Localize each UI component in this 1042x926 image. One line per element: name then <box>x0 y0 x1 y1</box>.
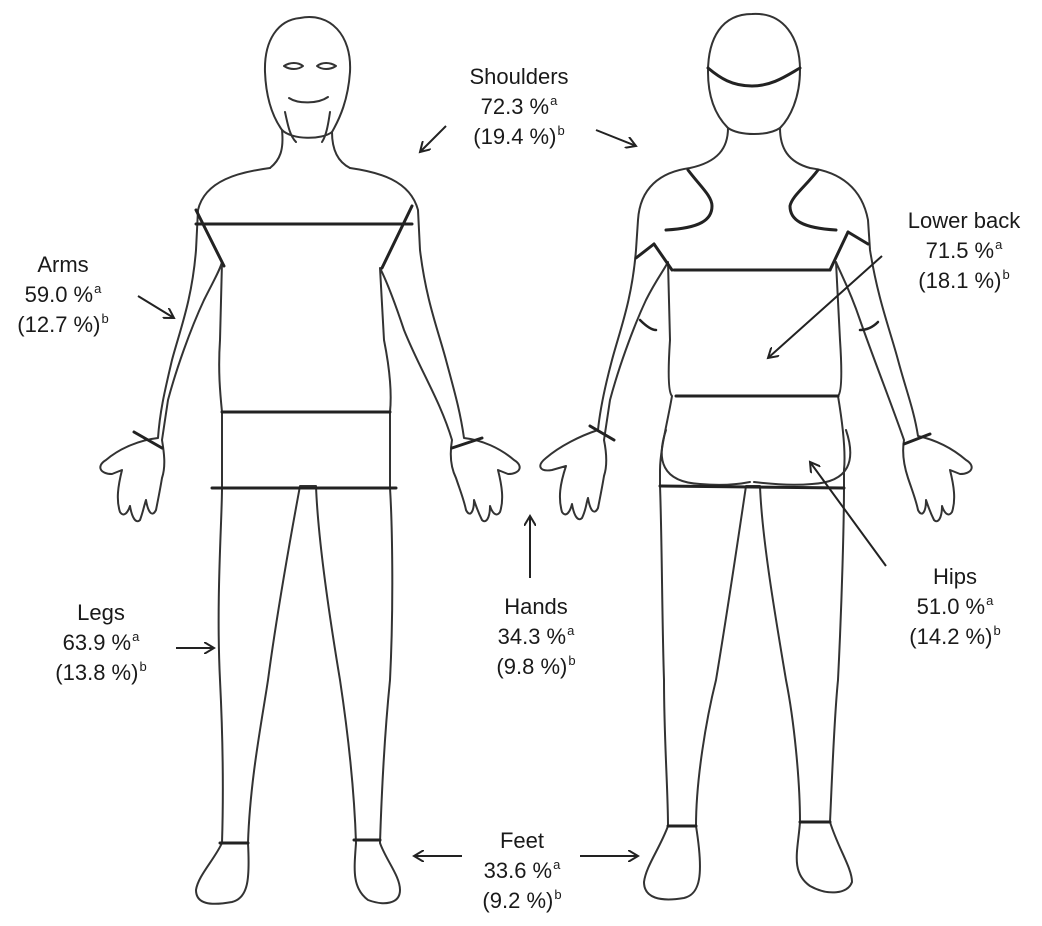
lower-back-value-a: 71.5 % <box>926 238 995 263</box>
hips-sup-a: a <box>986 593 993 608</box>
feet-sup-b: b <box>554 887 561 902</box>
shoulders-sup-a: a <box>550 93 557 108</box>
legs-value-b: (13.8 %) <box>55 660 138 685</box>
legs-sup-a: a <box>132 629 139 644</box>
label-lower-back: Lower back 71.5 %a (18.1 %)b <box>892 206 1036 296</box>
hands-name: Hands <box>474 592 598 622</box>
arms-value-a: 59.0 % <box>25 282 94 307</box>
shoulders-name: Shoulders <box>446 62 592 92</box>
lower-back-sup-a: a <box>995 237 1002 252</box>
back-armpit-right-2 <box>830 232 848 270</box>
front-neck-mark-right <box>322 112 330 142</box>
feet-value-a: 33.6 % <box>484 858 553 883</box>
label-feet: Feet 33.6 %a (9.2 %)b <box>460 826 584 916</box>
hips-value-a: 51.0 % <box>917 594 986 619</box>
lower-back-name: Lower back <box>892 206 1036 236</box>
back-hip-band <box>660 486 844 488</box>
feet-value-b: (9.2 %) <box>482 888 553 913</box>
label-hands: Hands 34.3 %a (9.8 %)b <box>474 592 598 682</box>
front-mouth <box>289 97 328 102</box>
back-scapula-right <box>790 170 836 230</box>
label-legs: Legs 63.9 %a (13.8 %)b <box>38 598 164 688</box>
arms-sup-a: a <box>94 281 101 296</box>
legs-sup-b: b <box>139 659 146 674</box>
back-figure <box>540 14 971 900</box>
arms-sup-b: b <box>101 311 108 326</box>
feet-name: Feet <box>460 826 584 856</box>
hands-sup-b: b <box>568 653 575 668</box>
lower-back-value-b: (18.1 %) <box>918 268 1001 293</box>
label-arms: Arms 59.0 %a (12.7 %)b <box>0 250 126 340</box>
arrow-shoulders-right <box>596 130 636 146</box>
label-hips: Hips 51.0 %a (14.2 %)b <box>890 562 1020 652</box>
legs-value-a: 63.9 % <box>63 630 132 655</box>
hands-value-b: (9.8 %) <box>496 654 567 679</box>
front-neck-right <box>332 132 350 168</box>
front-head <box>265 17 350 138</box>
back-head <box>708 14 800 134</box>
hips-sup-b: b <box>993 623 1000 638</box>
front-armpit-left <box>196 210 224 266</box>
front-eye-right <box>317 63 336 69</box>
front-body-outline <box>100 168 519 904</box>
back-scapula-left <box>666 170 712 230</box>
front-wrist-right <box>452 438 482 448</box>
back-armpit-left <box>636 244 654 258</box>
hips-name: Hips <box>890 562 1020 592</box>
hands-sup-a: a <box>567 623 574 638</box>
back-elbow-left <box>640 320 656 330</box>
arrow-arms <box>138 296 174 318</box>
hips-value-b: (14.2 %) <box>909 624 992 649</box>
feet-sup-a: a <box>553 857 560 872</box>
arms-value-b: (12.7 %) <box>17 312 100 337</box>
back-neck-band <box>708 68 800 86</box>
front-neck-mark-left <box>285 112 296 142</box>
arrows <box>138 126 886 856</box>
label-shoulders: Shoulders 72.3 %a (19.4 %)b <box>446 62 592 152</box>
front-armpit-right <box>382 206 412 268</box>
front-eye-left <box>284 63 303 69</box>
front-neck-left <box>270 130 283 168</box>
arrow-hips <box>810 462 886 566</box>
legs-name: Legs <box>38 598 164 628</box>
shoulders-value-a: 72.3 % <box>481 94 550 119</box>
arrow-shoulders-left <box>420 126 446 152</box>
arms-name: Arms <box>0 250 126 280</box>
shoulders-sup-b: b <box>557 123 564 138</box>
back-armpit-left-2 <box>654 244 672 270</box>
lower-back-sup-b: b <box>1002 267 1009 282</box>
back-buttock-right <box>754 430 850 485</box>
back-wrist-left <box>590 426 614 440</box>
shoulders-value-b: (19.4 %) <box>473 124 556 149</box>
hands-value-a: 34.3 % <box>498 624 567 649</box>
back-buttock-left <box>662 430 750 485</box>
back-armpit-right <box>848 232 868 244</box>
